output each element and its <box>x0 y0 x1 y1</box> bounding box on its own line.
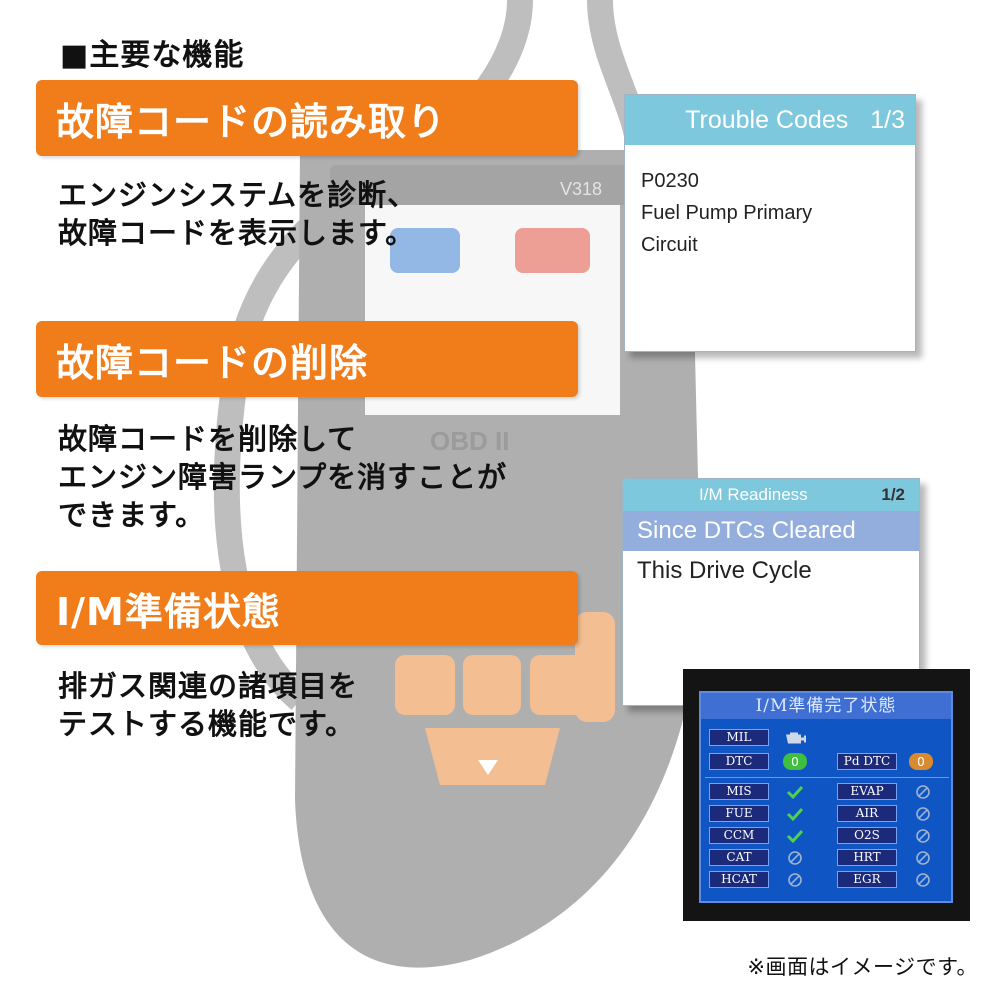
lcd-mil-label: MIL <box>709 729 769 746</box>
not-supported-icon <box>911 783 935 800</box>
lcd-monitor-air: AIR <box>837 805 935 822</box>
trouble-codes-page: 1/3 <box>870 105 905 134</box>
im-readiness-item-since-cleared[interactable]: Since DTCs Cleared <box>623 511 919 551</box>
lcd-monitor-mis: MIS <box>709 783 807 800</box>
lcd-monitor-ccm: CCM <box>709 827 807 844</box>
lcd-monitor-hrt: HRT <box>837 849 935 866</box>
lcd-row-dtc: DTC 0 <box>709 753 807 770</box>
not-supported-icon <box>911 871 935 888</box>
lcd-monitor-evap: EVAP <box>837 783 935 800</box>
check-icon <box>783 827 807 844</box>
lcd-divider <box>705 777 949 778</box>
not-supported-icon <box>783 849 807 866</box>
lcd-monitor-label: CCM <box>709 827 769 844</box>
lcd-monitor-label: O2S <box>837 827 897 844</box>
dtc-count-value: 0 <box>791 754 799 769</box>
trouble-codes-title: Trouble Codes <box>685 105 849 134</box>
feature-description-im-readiness: 排ガス関連の諸項目を テストする機能です。 <box>58 669 359 741</box>
trouble-codes-header: Trouble Codes 1/3 <box>625 95 915 145</box>
main-heading: ■主要な機能 <box>60 38 245 73</box>
lcd-monitor-hcat: HCAT <box>709 871 807 888</box>
im-readiness-page: 1/2 <box>881 485 905 504</box>
feature-description-read-codes: エンジンシステムを診断、 故障コードを表示します。 <box>58 178 418 250</box>
trouble-codes-body: P0230 Fuel Pump Primary Circuit <box>625 145 915 261</box>
lcd-monitor-label: CAT <box>709 849 769 866</box>
lcd-screen: I/M準備完了状態 MIL DTC 0 Pd DTC 0 MIS FUE <box>699 691 953 903</box>
im-readiness-item-drive-cycle[interactable]: This Drive Cycle <box>637 557 812 584</box>
not-supported-icon <box>911 827 935 844</box>
lcd-monitor-cat: CAT <box>709 849 807 866</box>
feature-banner-im-readiness: I/M準備状態 <box>36 571 578 645</box>
lcd-photo: I/M準備完了状態 MIL DTC 0 Pd DTC 0 MIS FUE <box>683 669 970 921</box>
lcd-monitor-label: FUE <box>709 805 769 822</box>
device-brand-text: OBD II <box>430 426 509 456</box>
lcd-monitor-label: HCAT <box>709 871 769 888</box>
dtc-count-badge: 0 <box>783 753 807 770</box>
im-readiness-header: I/M Readiness 1/2 <box>623 479 919 511</box>
lcd-dtc-label: DTC <box>709 753 769 770</box>
lcd-title: I/M準備完了状態 <box>701 693 951 719</box>
lcd-monitor-label: EGR <box>837 871 897 888</box>
pd-dtc-count-badge: 0 <box>909 753 933 770</box>
not-supported-icon <box>911 849 935 866</box>
lcd-monitor-label: AIR <box>837 805 897 822</box>
not-supported-icon <box>783 871 807 888</box>
trouble-code-description-line1: Fuel Pump Primary <box>641 202 813 224</box>
im-readiness-title: I/M Readiness <box>699 485 808 504</box>
check-icon <box>783 783 807 800</box>
lcd-monitor-label: MIS <box>709 783 769 800</box>
im-readiness-screen: I/M Readiness 1/2 Since DTCs Cleared Thi… <box>622 478 920 706</box>
trouble-code-description-line2: Circuit <box>641 234 698 256</box>
engine-icon <box>786 732 806 744</box>
trouble-code-value: P0230 <box>641 170 699 192</box>
lcd-pd-dtc-label: Pd DTC <box>837 753 897 770</box>
lcd-monitor-fue: FUE <box>709 805 807 822</box>
lcd-monitor-label: HRT <box>837 849 897 866</box>
trouble-codes-screen: Trouble Codes 1/3 P0230 Fuel Pump Primar… <box>624 94 916 352</box>
lcd-monitor-egr: EGR <box>837 871 935 888</box>
lcd-monitor-o2s: O2S <box>837 827 935 844</box>
lcd-row-pd-dtc: Pd DTC 0 <box>837 753 933 770</box>
image-note: ※画面はイメージです。 <box>747 955 978 979</box>
device-model-text: V318 <box>560 179 602 199</box>
feature-banner-clear-codes: 故障コードの削除 <box>36 321 578 397</box>
lcd-monitor-label: EVAP <box>837 783 897 800</box>
not-supported-icon <box>911 805 935 822</box>
pd-dtc-count-value: 0 <box>917 754 925 769</box>
feature-description-clear-codes: 故障コードを削除して エンジン障害ランプを消すことが できます。 <box>58 422 508 532</box>
feature-banner-read-codes: 故障コードの読み取り <box>36 80 578 156</box>
check-icon <box>783 805 807 822</box>
lcd-row-mil: MIL <box>709 729 807 746</box>
